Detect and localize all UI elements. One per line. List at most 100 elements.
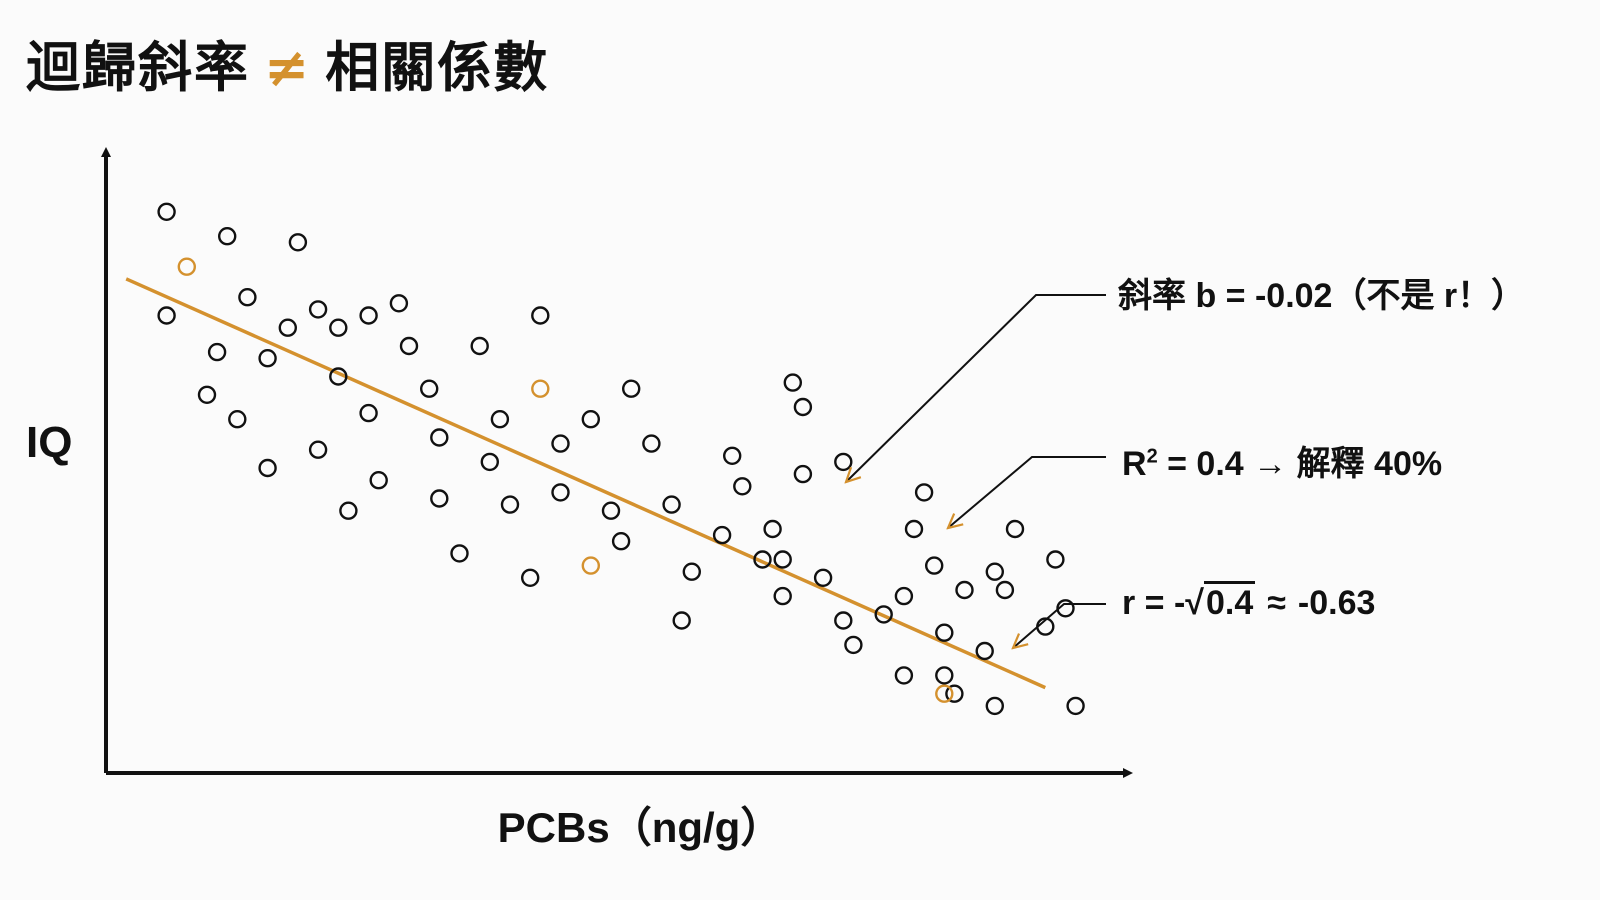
data-point <box>672 611 691 630</box>
data-point <box>157 306 176 325</box>
data-point <box>682 562 701 581</box>
not-equal-symbol: ≠ <box>264 36 312 99</box>
data-point <box>359 306 378 325</box>
annotation-leaders <box>846 294 1106 648</box>
data-point <box>945 684 964 703</box>
data-point <box>955 580 974 600</box>
data-point <box>329 367 348 386</box>
data-point <box>783 373 802 392</box>
data-point <box>430 489 449 508</box>
data-point <box>662 495 681 514</box>
data-point <box>773 586 792 606</box>
regression-layer <box>125 277 1047 690</box>
correlation-radicand: 0.4 <box>1203 581 1256 622</box>
data-point <box>278 318 297 337</box>
data-point <box>995 580 1015 600</box>
data-point <box>985 696 1004 716</box>
data-point <box>399 336 419 356</box>
title-left: 迴歸斜率 <box>26 36 250 99</box>
correlation-prefix: r = -√ <box>1122 584 1204 622</box>
data-point <box>773 550 792 569</box>
data-point <box>935 623 954 642</box>
data-point <box>258 458 277 478</box>
data-point <box>813 568 833 587</box>
data-point <box>925 556 944 575</box>
r2-leader-line <box>948 456 1106 528</box>
data-point <box>975 641 994 661</box>
data-point <box>308 300 328 319</box>
data-point <box>551 483 570 502</box>
data-point <box>642 434 661 453</box>
data-point <box>238 288 257 307</box>
data-point <box>197 385 217 404</box>
points-layer <box>157 202 1085 716</box>
highlighted-data-point <box>581 556 600 575</box>
data-point <box>611 532 631 551</box>
data-point <box>723 446 742 465</box>
data-point <box>490 410 510 429</box>
highlighted-data-point <box>531 379 550 398</box>
data-point <box>258 349 277 368</box>
data-point <box>793 397 813 417</box>
data-point <box>763 519 782 539</box>
data-point <box>389 294 409 313</box>
correlation-value: -0.63 <box>1297 584 1376 622</box>
data-point <box>733 477 752 496</box>
x-axis-label: PCBs（ng/g） <box>497 804 783 851</box>
title-right: 相關係數 <box>325 36 550 99</box>
data-point <box>359 403 378 423</box>
data-point <box>521 568 540 587</box>
data-point <box>531 306 550 325</box>
r-squared-text: = 0.4 → 解釋 40% <box>1157 445 1443 483</box>
page-title: 迴歸斜率≠相關係數 <box>26 36 549 101</box>
data-point <box>874 605 893 624</box>
data-point <box>622 379 641 398</box>
data-point <box>1066 696 1085 716</box>
highlighted-data-point <box>177 257 197 276</box>
data-point <box>914 483 934 502</box>
data-point <box>470 336 489 356</box>
data-point <box>369 471 388 490</box>
data-point <box>551 434 570 453</box>
r-squared-exponent: 2 <box>1146 445 1158 468</box>
data-point <box>500 495 520 514</box>
data-point <box>1046 550 1065 569</box>
data-point <box>753 550 772 569</box>
r-leader-line <box>1013 603 1106 648</box>
data-point <box>581 410 600 429</box>
data-point <box>207 342 227 362</box>
data-point <box>228 410 247 429</box>
data-point <box>935 666 954 685</box>
axes <box>101 147 1133 778</box>
regression-line <box>125 277 1047 690</box>
r-squared-annotation: R2 = 0.4 → 解釋 40% <box>1122 436 1442 485</box>
data-point <box>985 562 1004 581</box>
data-point <box>793 464 813 484</box>
data-point <box>712 525 732 545</box>
data-point <box>1005 519 1025 539</box>
data-point <box>308 440 328 459</box>
data-point <box>894 586 914 606</box>
data-point <box>430 428 449 447</box>
data-point <box>834 452 853 472</box>
data-point <box>834 611 853 630</box>
data-point <box>288 233 308 252</box>
data-point <box>217 226 237 246</box>
approx-symbol: ≈ <box>1267 584 1286 622</box>
y-axis-label: IQ <box>26 418 73 467</box>
data-point <box>904 519 924 539</box>
data-point <box>894 666 914 685</box>
slope-annotation: 斜率 b = -0.02（不是 r！） <box>1118 277 1526 315</box>
r-squared-symbol: R <box>1122 445 1147 483</box>
data-point <box>329 318 348 337</box>
data-point <box>450 544 469 563</box>
data-point <box>480 452 499 472</box>
data-point <box>601 501 621 520</box>
data-point <box>339 501 358 520</box>
data-point <box>157 202 176 222</box>
slope-leader-line <box>846 294 1106 482</box>
highlighted-data-point <box>935 684 954 703</box>
data-point <box>420 379 439 398</box>
correlation-annotation: r = -√0.4 ≈ -0.63 <box>1122 581 1376 623</box>
